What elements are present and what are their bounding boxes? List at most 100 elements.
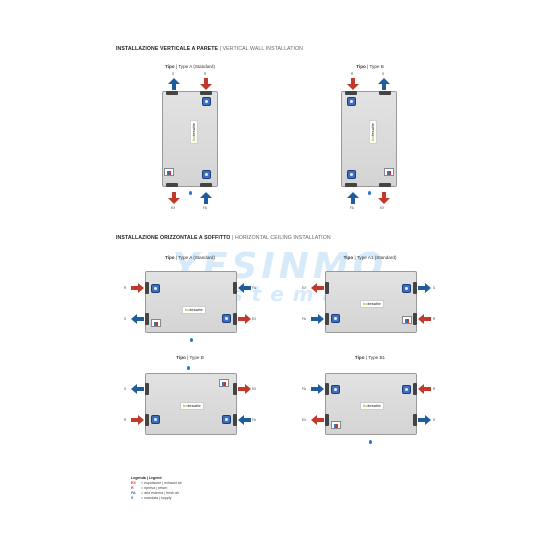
- fan-icon: [331, 385, 340, 394]
- fan-icon: [151, 284, 160, 293]
- duct-port: [379, 183, 391, 187]
- code-label: S: [433, 418, 436, 422]
- fan-icon: [222, 314, 231, 323]
- code-label: R: [351, 72, 354, 76]
- arrow-right-icon: [418, 415, 431, 425]
- duct-port: [233, 383, 237, 395]
- brand-logo: butesuite: [360, 300, 384, 308]
- code-label: FA: [302, 387, 306, 391]
- arrow-left-icon: [238, 415, 251, 425]
- code-label: FA: [302, 317, 306, 321]
- arrow-right-icon: [131, 415, 144, 425]
- condensate-drop-icon: [187, 366, 190, 370]
- duct-port: [200, 183, 212, 187]
- legend-item: S= mandata | supply: [131, 496, 172, 500]
- condensate-drop-icon: [368, 191, 371, 195]
- fan-icon: [331, 314, 340, 323]
- brand-logo: butesuite: [180, 402, 204, 410]
- duct-port: [145, 313, 149, 325]
- duct-port: [166, 91, 178, 95]
- type-label-h-a1: Tipo | Type A1 (Standard): [343, 255, 397, 260]
- fan-icon: [202, 170, 211, 179]
- fan-icon: [222, 415, 231, 424]
- arrow-up-icon: [347, 192, 359, 204]
- legend-item: EX= espulsione | exhaust air: [131, 481, 182, 485]
- arrow-right-icon: [131, 283, 144, 293]
- code-label: FA: [252, 286, 256, 290]
- code-label: R: [204, 72, 207, 76]
- control-panel-icon: [384, 168, 394, 176]
- arrow-left-icon: [311, 283, 324, 293]
- code-label: R: [433, 317, 436, 321]
- section-title-horizontal: INSTALLAZIONE ORIZZONTALE A SOFFITTO | H…: [116, 235, 331, 241]
- fan-icon: [202, 97, 211, 106]
- brand-logo: butesuite: [368, 120, 377, 144]
- code-label: EX: [171, 206, 176, 210]
- code-label: EX: [252, 317, 257, 321]
- arrow-down-icon: [347, 78, 359, 90]
- code-label: FA: [203, 206, 207, 210]
- fan-icon: [347, 97, 356, 106]
- type-label-h-a: Tipo | Type A (Standard): [164, 255, 216, 260]
- duct-port: [325, 282, 329, 294]
- arrow-left-icon: [238, 283, 251, 293]
- type-label-v-a: Tipo | Type A (Standard): [164, 64, 216, 69]
- fan-icon: [402, 284, 411, 293]
- code-label: S: [433, 286, 436, 290]
- code-label: S: [172, 72, 175, 76]
- arrow-right-icon: [311, 384, 324, 394]
- control-panel-icon: [151, 319, 161, 327]
- arrow-down-icon: [168, 192, 180, 204]
- duct-port: [345, 91, 357, 95]
- duct-port: [325, 383, 329, 395]
- duct-port: [379, 91, 391, 95]
- duct-port: [145, 414, 149, 426]
- code-label: FA: [350, 206, 354, 210]
- duct-port: [200, 91, 212, 95]
- control-panel-icon: [402, 316, 412, 324]
- code-label: S: [124, 317, 127, 321]
- arrow-left-icon: [131, 384, 144, 394]
- duct-port: [233, 282, 237, 294]
- brand-logo: butesuite: [182, 306, 206, 314]
- duct-port: [233, 313, 237, 325]
- arrow-up-icon: [378, 78, 390, 90]
- control-panel-icon: [219, 379, 229, 387]
- code-label: EX: [302, 418, 307, 422]
- duct-port: [145, 282, 149, 294]
- arrow-up-icon: [200, 192, 212, 204]
- code-label: S: [124, 387, 127, 391]
- duct-port: [166, 183, 178, 187]
- arrow-left-icon: [311, 415, 324, 425]
- duct-port: [413, 313, 417, 325]
- arrow-right-icon: [238, 314, 251, 324]
- fan-icon: [347, 170, 356, 179]
- legend: Legenda | Legend EX= espulsione | exhaus…: [131, 476, 182, 501]
- code-label: S: [382, 72, 385, 76]
- arrow-left-icon: [131, 314, 144, 324]
- code-label: EX: [380, 206, 385, 210]
- code-label: EX: [252, 387, 257, 391]
- code-label: R: [433, 387, 436, 391]
- code-label: EX: [302, 286, 307, 290]
- legend-item: R= ripresa | return: [131, 486, 168, 490]
- duct-port: [233, 414, 237, 426]
- fan-icon: [402, 385, 411, 394]
- control-panel-icon: [164, 168, 174, 176]
- code-label: R: [124, 418, 127, 422]
- duct-port: [413, 383, 417, 395]
- brand-logo: butesuite: [189, 120, 198, 144]
- legend-title: Legenda | Legend: [131, 476, 162, 480]
- type-label-h-b: Tipo | Type B: [176, 355, 204, 360]
- arrow-left-icon: [418, 314, 431, 324]
- arrow-right-icon: [418, 283, 431, 293]
- brand-logo: butesuite: [360, 402, 384, 410]
- condensate-drop-icon: [190, 338, 193, 342]
- arrow-right-icon: [238, 384, 251, 394]
- duct-port: [413, 282, 417, 294]
- control-panel-icon: [331, 421, 341, 429]
- section-title-vertical: INSTALLAZIONE VERTICALE A PARETE | VERTI…: [116, 46, 304, 52]
- arrow-down-icon: [378, 192, 390, 204]
- arrow-left-icon: [418, 384, 431, 394]
- arrow-up-icon: [168, 78, 180, 90]
